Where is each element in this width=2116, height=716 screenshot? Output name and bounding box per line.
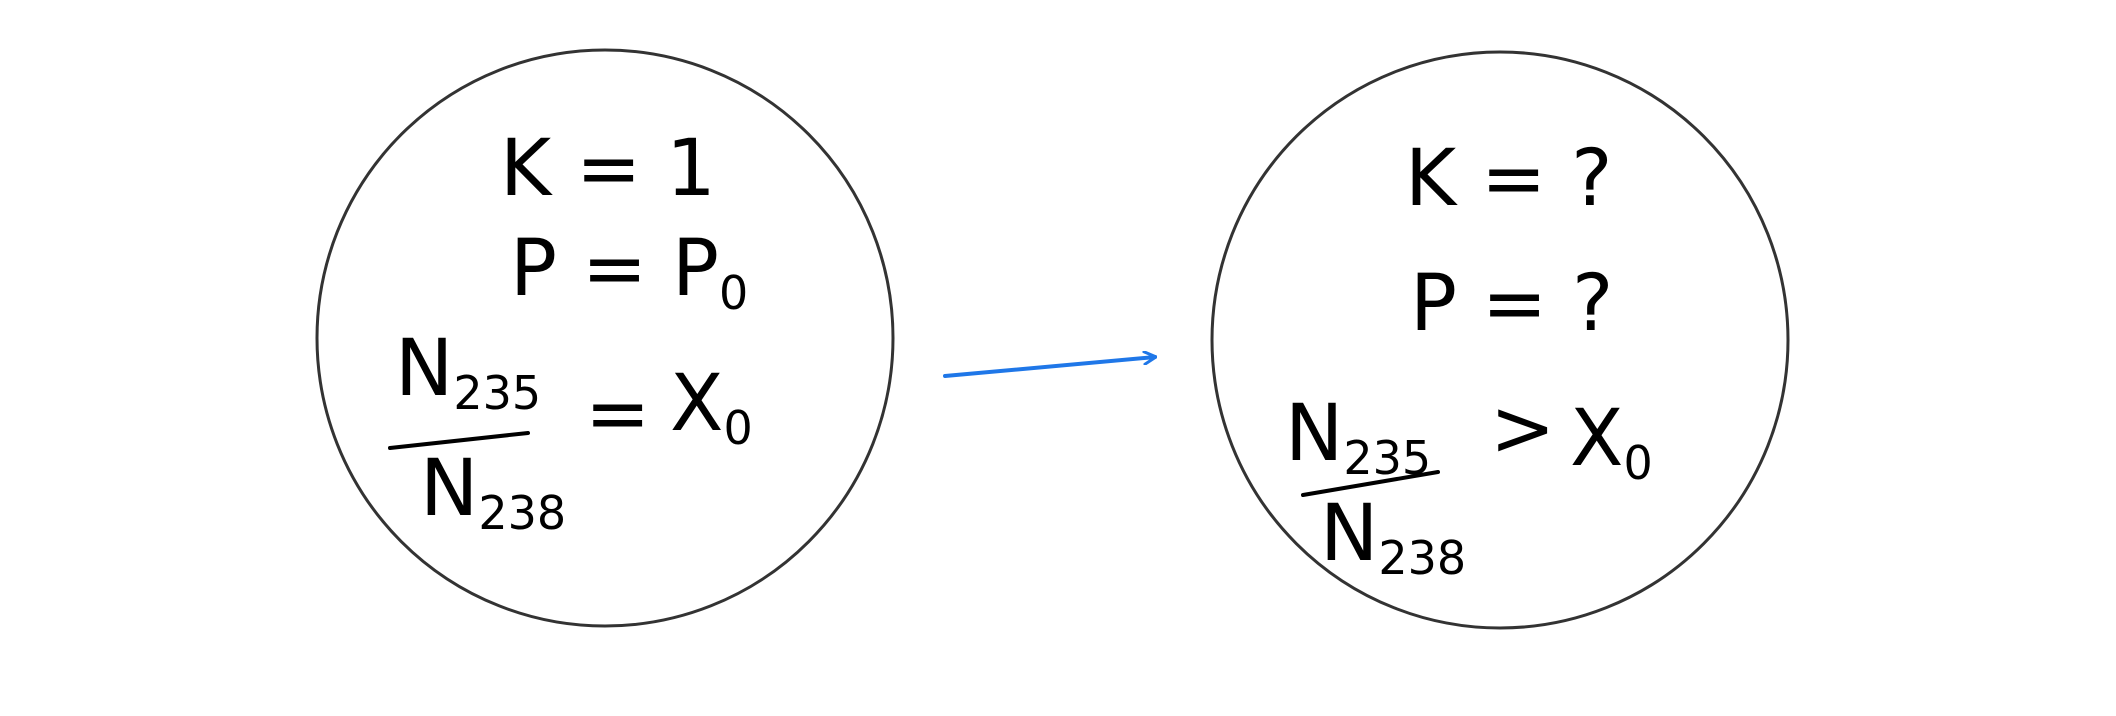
final-n-bottom-subscript: 238 (1378, 531, 1466, 585)
final-fraction-numerator: N235 (1285, 389, 1431, 485)
initial-p-main: P = P (510, 224, 719, 314)
initial-state-group: K = 1 P = P0 N235 N238 = X0 (315, 48, 895, 628)
initial-n-bottom: N (420, 444, 478, 534)
transition-arrow (943, 357, 1155, 378)
initial-p-label: P = P0 (510, 224, 748, 320)
final-x-label: X0 (1570, 394, 1653, 490)
initial-fraction-denominator: N238 (420, 444, 566, 540)
final-fraction-denominator: N238 (1320, 489, 1466, 585)
final-x-main: X (1570, 394, 1623, 484)
initial-n-bottom-subscript: 238 (478, 486, 566, 540)
final-relation: > (1490, 384, 1555, 474)
final-fraction-bar (1301, 470, 1440, 497)
initial-fraction-bar (388, 431, 530, 450)
initial-state-circle (315, 48, 895, 628)
initial-p-subscript: 0 (719, 266, 748, 320)
final-p-label: P = ? (1410, 259, 1613, 349)
final-x-subscript: 0 (1623, 436, 1652, 490)
initial-n-top: N (395, 324, 453, 414)
final-n-bottom: N (1320, 489, 1378, 579)
final-state-circle (1210, 50, 1790, 630)
initial-fraction-numerator: N235 (395, 324, 541, 420)
initial-x-subscript: 0 (723, 401, 752, 455)
initial-k-label: K = 1 (500, 124, 716, 214)
initial-x-main: X (670, 359, 723, 449)
initial-x-label: X0 (670, 359, 753, 455)
final-k-label: K = ? (1405, 134, 1613, 224)
initial-n-top-subscript: 235 (453, 366, 541, 420)
final-n-top: N (1285, 389, 1343, 479)
final-state-group: K = ? P = ? N235 N238 > X0 (1210, 50, 1790, 630)
initial-relation: = (585, 369, 650, 459)
